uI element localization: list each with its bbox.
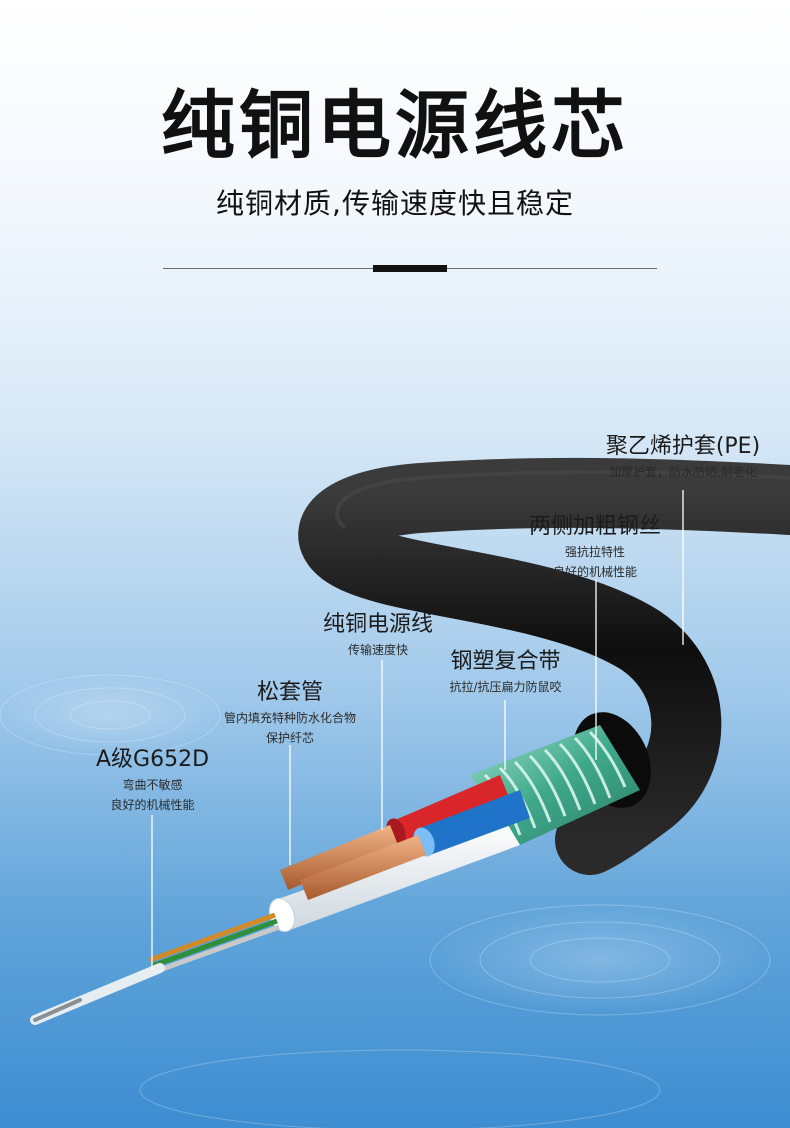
page-subtitle: 纯铜材质,传输速度快且稳定 bbox=[216, 187, 574, 220]
loose-tube-desc-2: 保护纤芯 bbox=[265, 731, 314, 745]
power-wire-shape bbox=[280, 775, 530, 900]
steel-tape-title: 钢塑复合带 bbox=[450, 649, 561, 674]
steel-wire-desc-1: 强抗拉特性 bbox=[564, 545, 625, 559]
label-loose-tube: 松套管 管内填充特种防水化合物 保护纤芯 bbox=[205, 678, 375, 748]
pe-jacket-desc: 加厚护套，防水防晒,耐老化 bbox=[609, 465, 757, 479]
loose-tube-desc-1: 管内填充特种防水化合物 bbox=[223, 711, 356, 725]
leader-lines bbox=[151, 490, 684, 970]
power-wire-desc: 传输速度快 bbox=[347, 643, 408, 657]
label-power-wire: 纯铜电源线 传输速度快 bbox=[303, 610, 453, 660]
page-title: 纯铜电源线芯 bbox=[161, 83, 629, 169]
steel-tape-desc: 抗拉/抗压扁力防鼠咬 bbox=[449, 680, 562, 694]
label-steel-tape: 钢塑复合带 抗拉/抗压扁力防鼠咬 bbox=[428, 647, 583, 697]
label-pe-jacket: 聚乙烯护套(PE) 加厚护套，防水防晒,耐老化 bbox=[588, 432, 778, 482]
divider-accent bbox=[373, 265, 447, 272]
steel-wire-desc-2: 良好的机械性能 bbox=[552, 565, 637, 579]
label-fiber: A级G652D 弯曲不敏感 良好的机械性能 bbox=[80, 745, 225, 815]
pe-jacket-title: 聚乙烯护套(PE) bbox=[605, 434, 761, 459]
label-steel-wire: 两侧加粗钢丝 强抗拉特性 良好的机械性能 bbox=[505, 512, 685, 582]
steel-wire-title: 两侧加粗钢丝 bbox=[528, 514, 661, 539]
loose-tube-title: 松套管 bbox=[256, 680, 323, 705]
fiber-desc-2: 良好的机械性能 bbox=[110, 798, 195, 812]
fiber-title: A级G652D bbox=[95, 747, 210, 772]
power-wire-title: 纯铜电源线 bbox=[322, 612, 433, 637]
fiber-shape bbox=[30, 912, 280, 1025]
fiber-desc-1: 弯曲不敏感 bbox=[122, 778, 183, 792]
